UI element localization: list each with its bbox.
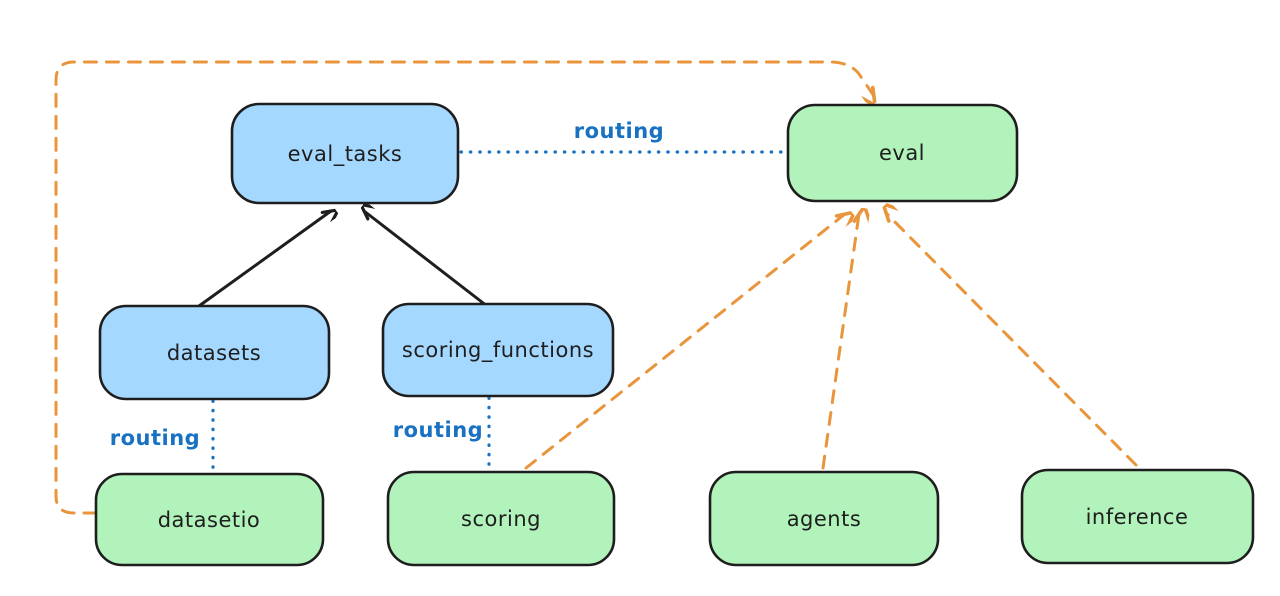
node-agents: agents: [708, 470, 940, 567]
edge-datasets-to-eval-tasks: [197, 211, 331, 308]
node-datasetio-label: datasetio: [158, 508, 261, 532]
node-datasetio-box: [94, 472, 325, 567]
routing-label-eval-tasks-eval: routing: [574, 119, 664, 143]
node-eval-label: eval: [879, 141, 925, 165]
node-eval-tasks-box: [230, 102, 460, 205]
node-scoring-box: [386, 470, 616, 567]
node-datasetio: datasetio: [94, 472, 325, 567]
node-inference-label: inference: [1086, 505, 1189, 529]
node-eval-box: [786, 103, 1019, 203]
node-agents-box: [708, 470, 940, 567]
node-agents-label: agents: [787, 507, 862, 531]
node-datasets: datasets: [98, 304, 331, 401]
edge-agents-to-eval: [821, 214, 859, 470]
node-eval-tasks-label: eval_tasks: [288, 142, 403, 167]
node-inference: inference: [1020, 468, 1255, 565]
node-scoring-label: scoring: [461, 507, 541, 531]
node-datasets-label: datasets: [167, 341, 261, 365]
node-scoring-functions-box: [381, 302, 615, 398]
edge-datasetio-to-eval: [54, 60, 874, 515]
routing-label-datasets-datasetio: routing: [110, 426, 200, 450]
node-inference-box: [1020, 468, 1255, 565]
edge-inference-to-eval: [886, 213, 1138, 467]
node-scoring-functions-label: scoring_functions: [402, 338, 594, 363]
node-eval: eval: [786, 103, 1019, 203]
edge-scoring-functions-to-eval-tasks: [364, 211, 489, 308]
node-eval-tasks: eval_tasks: [230, 102, 460, 205]
edge-scoring-to-eval: [524, 214, 845, 470]
node-datasets-box: [98, 304, 331, 401]
routing-label-scoring-functions-scoring: routing: [393, 418, 483, 442]
node-scoring-functions: scoring_functions: [381, 302, 615, 398]
node-scoring: scoring: [386, 470, 616, 567]
